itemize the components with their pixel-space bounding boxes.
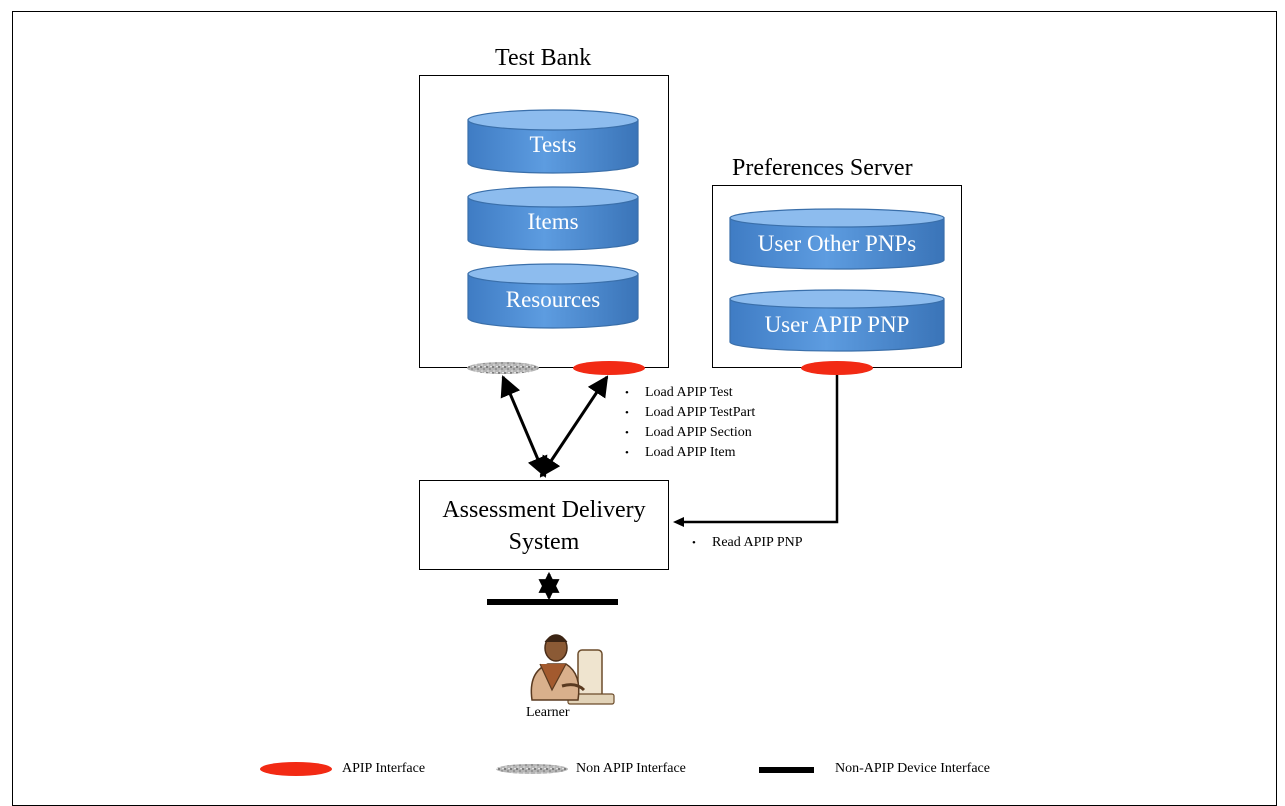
load-operation-item: Load APIP Item (625, 443, 755, 463)
apip-interface-oval-test-bank (573, 361, 645, 375)
user-other-pnps-label: User Other PNPs (757, 231, 917, 256)
user-other-pnps-database-cylinder (729, 208, 945, 270)
read-operation-item: Read APIP PNP (692, 533, 803, 553)
non-apip-connection-arrow (500, 375, 548, 478)
items-label: Items (527, 209, 579, 234)
apip-load-connection-arrow (539, 375, 609, 478)
ads-label-line1: Assessment Delivery (442, 497, 646, 523)
tests-database-cylinder (467, 109, 639, 174)
load-operation-item: Load APIP Section (625, 423, 755, 443)
apip-interface-oval-preferences (801, 361, 873, 375)
ads-label-line2: System (508, 529, 580, 555)
load-operations-list: Load APIP Test Load APIP TestPart Load A… (625, 383, 755, 463)
resources-label: Resources (505, 287, 601, 312)
legend-apip-oval (260, 762, 332, 776)
legend-non-apip-oval (496, 764, 568, 774)
legend-device-label: Non-APIP Device Interface (835, 761, 990, 776)
resources-database-cylinder (467, 263, 639, 329)
preferences-server-title: Preferences Server (732, 155, 913, 181)
load-operation-item: Load APIP TestPart (625, 403, 755, 423)
read-pnp-arrowhead (673, 517, 684, 527)
learner-icon (530, 634, 615, 705)
items-database-cylinder (467, 186, 639, 251)
legend-apip-label: APIP Interface (342, 761, 426, 776)
user-apip-pnp-label: User APIP PNP (764, 312, 910, 337)
load-operation-item: Load APIP Test (625, 383, 755, 403)
assessment-delivery-system-label: Assessment Delivery System (419, 494, 669, 558)
tests-label: Tests (529, 132, 577, 157)
legend-non-apip-label: Non APIP Interface (576, 761, 686, 776)
test-bank-title: Test Bank (495, 45, 592, 71)
learner-label: Learner (526, 705, 570, 720)
read-operation-list: Read APIP PNP (692, 533, 803, 553)
assessment-delivery-system-box (419, 480, 669, 570)
read-pnp-connector (680, 375, 839, 524)
user-apip-pnp-database-cylinder (729, 289, 945, 352)
non-apip-interface-oval (467, 362, 539, 374)
